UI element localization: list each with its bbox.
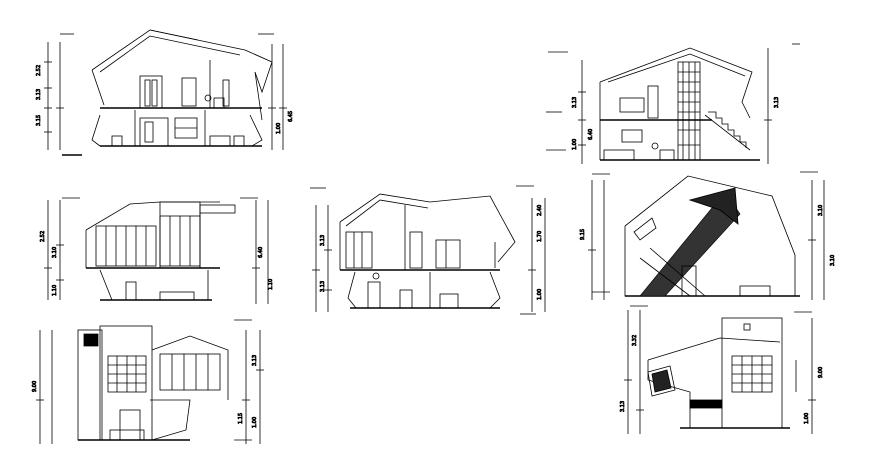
- section-c-dim-2: 2.40: [537, 205, 543, 216]
- elevation-right-dim-3: 3.10: [830, 255, 836, 266]
- elevation-front-drawing: [44, 197, 269, 304]
- section-c-dim-1: 3.13: [320, 235, 326, 246]
- section-b-dim-1: 3.13: [572, 97, 578, 108]
- elevation-rear-dim-2: 3.13: [620, 401, 626, 412]
- section-a-dim-4: 6.45: [288, 111, 294, 122]
- section-a-dim-5: 1.00: [276, 123, 282, 134]
- elevation-front-dim-5: 6.40: [258, 247, 264, 258]
- elevation-right-dim-2: 3.10: [818, 205, 824, 216]
- section-a-dim-2: 3.13: [36, 89, 42, 100]
- section-a-dim-3: 3.15: [36, 115, 42, 126]
- elevation-rear-dim-3: 9.00: [818, 367, 824, 378]
- section-c-drawing: [310, 185, 546, 315]
- elevation-left-drawing: [36, 319, 264, 444]
- section-c-dim-3: 1.70: [537, 231, 543, 242]
- section-a-drawing: [44, 29, 287, 156]
- section-b-dim-4: 1.00: [572, 139, 578, 150]
- elevation-front-dim-1: 2.52: [40, 231, 46, 242]
- elevation-rear-dim-4: 1.00: [804, 413, 810, 424]
- section-c-dim-4: 3.13: [320, 281, 326, 292]
- elevation-left-dim-1: 9.00: [32, 381, 38, 392]
- elevation-left-dim-2: 3.13: [252, 355, 258, 366]
- elevation-left-dim-3: 1.00: [252, 417, 258, 428]
- section-b-dim-2: 6.40: [588, 129, 594, 140]
- elevation-right-drawing: [588, 171, 825, 300]
- section-b-dim-3: 3.13: [774, 97, 780, 108]
- section-c-dim-5: 1.00: [537, 289, 543, 300]
- elevation-left-dim-4: 1.15: [238, 413, 244, 424]
- elevation-right-dim-1: 9.15: [580, 229, 586, 240]
- elevation-front-dim-4: 1.10: [268, 279, 274, 290]
- elevation-rear-dim-1: 3.32: [632, 335, 638, 346]
- section-b-drawing: [546, 43, 800, 164]
- elevation-rear-drawing: [624, 305, 816, 434]
- elevation-front-dim-3: 1.10: [52, 285, 58, 296]
- section-a-dim-1: 2.52: [36, 65, 42, 76]
- elevation-front-dim-2: 3.10: [52, 247, 58, 258]
